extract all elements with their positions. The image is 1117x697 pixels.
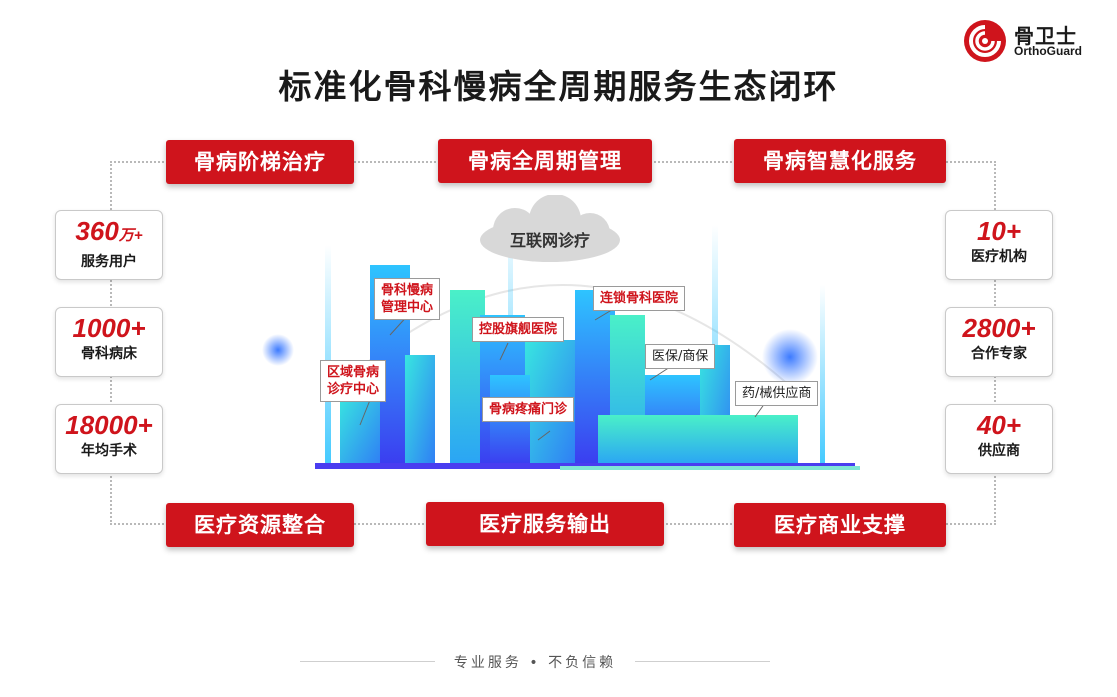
stat-label: 供应商 (978, 443, 1020, 459)
footer-text: 专业服务 • 不负信赖 (435, 652, 635, 672)
stat-value: 2800+ (962, 313, 1036, 343)
stat-label: 年均手术 (81, 443, 137, 459)
page-title: 标准化骨科慢病全周期服务生态闭环 (278, 67, 839, 106)
stat-value: 10+ (976, 216, 1022, 246)
tag-chronic-mgmt-center: 骨科慢病管理中心 (374, 278, 441, 320)
stat-card-beds: 1000+ 骨科病床 (55, 307, 163, 377)
tag-supplier: 药/械供应商 (735, 381, 819, 406)
stat-card-surgeries: 18000+ 年均手术 (55, 404, 163, 474)
stat-label: 骨科病床 (81, 346, 137, 362)
cloud-icon (480, 195, 620, 262)
banner-commercial-support: 医疗商业支撑 (734, 503, 946, 547)
stat-value: 1000+ (72, 313, 146, 343)
internet-diagnosis-label: 互联网诊疗 (509, 231, 590, 250)
banner-resource-integration: 医疗资源整合 (166, 503, 354, 547)
brand-name-en: OrthoGuard (1014, 44, 1082, 58)
brand-name-cn: 骨卫士 (1014, 24, 1077, 48)
stat-label: 医疗机构 (971, 249, 1027, 265)
brand-logo: 骨卫士 OrthoGuard (962, 18, 1110, 64)
stat-value: 18000+ (65, 410, 153, 440)
stat-card-suppliers: 40+ 供应商 (945, 404, 1053, 474)
stat-label: 合作专家 (971, 346, 1027, 362)
tag-pain-clinic: 骨病疼痛门诊 (482, 397, 575, 422)
tag-insurance: 医保/商保 (645, 344, 716, 369)
stat-card-users: 360万+ 服务用户 (55, 210, 163, 280)
banner-service-output: 医疗服务输出 (426, 502, 664, 546)
tag-chain-hospital: 连锁骨科医院 (593, 286, 686, 311)
footer-slogan: 专业服务 • 不负信赖 (300, 652, 770, 672)
stat-value: 360万+ (75, 216, 143, 246)
orthoguard-logo-icon (964, 20, 1006, 62)
banner-full-cycle-management: 骨病全周期管理 (438, 139, 652, 183)
banner-smart-services: 骨病智慧化服务 (734, 139, 946, 183)
stat-label: 服务用户 (81, 254, 137, 270)
tag-flagship-hospital: 控股旗舰医院 (472, 317, 565, 342)
stat-card-institutions: 10+ 医疗机构 (945, 210, 1053, 280)
tag-regional-center: 区域骨病诊疗中心 (320, 360, 387, 402)
banner-stepped-treatment: 骨病阶梯治疗 (166, 140, 354, 184)
stat-value: 40+ (976, 410, 1022, 440)
stat-card-experts: 2800+ 合作专家 (945, 307, 1053, 377)
